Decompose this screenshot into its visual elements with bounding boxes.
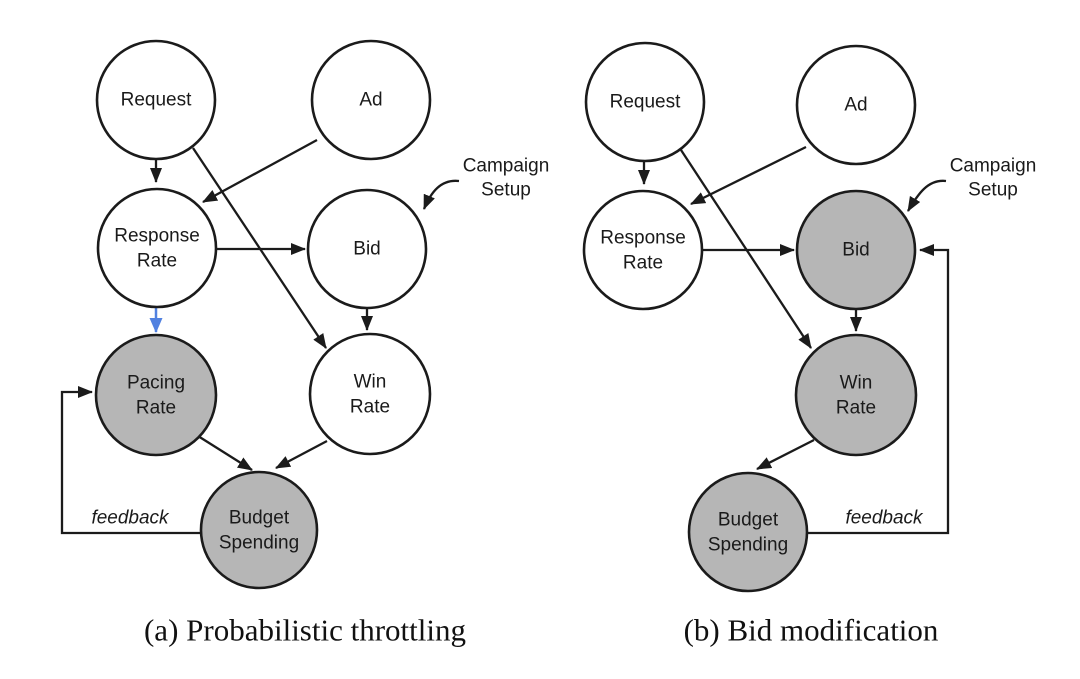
label-win-rate-line1-b: Win <box>840 373 873 394</box>
node-win-rate-a <box>308 332 432 456</box>
node-request-a <box>95 39 217 161</box>
label-ad-b: Ad <box>844 95 867 116</box>
node-budget-spending-b <box>687 471 809 593</box>
label-win-rate-line1-a: Win <box>354 372 387 393</box>
node-response-rate-b <box>582 189 704 311</box>
label-pacing-rate-line2-a: Rate <box>136 398 176 419</box>
node-request-b <box>584 41 706 163</box>
diagram-b: Request Ad Response Rate Bid Win Rate Bu… <box>582 41 1037 648</box>
label-budget-spending-line1-b: Budget <box>718 510 779 531</box>
label-budget-spending-line2-b: Spending <box>708 535 788 556</box>
node-ad-b <box>795 44 917 166</box>
node-ad-a <box>310 39 432 161</box>
edge-win-rate-to-budget-spending-b <box>756 438 815 471</box>
label-request-b: Request <box>610 92 681 113</box>
diagram-a: Request Ad Response Rate Bid Pacing Rate… <box>60 39 550 648</box>
node-pacing-rate-a <box>94 333 218 457</box>
label-response-rate-line2-a: Rate <box>137 251 177 272</box>
edge-campaign-setup-pointer-a <box>422 179 460 210</box>
label-budget-spending-line2-a: Spending <box>219 533 299 554</box>
edge-feedback-loop-b <box>807 244 950 535</box>
edge-feedback-loop-a <box>60 386 201 535</box>
label-ad-a: Ad <box>359 90 382 111</box>
edge-ad-to-response-rate-b <box>690 145 807 206</box>
edge-ad-to-response-rate-a <box>202 138 318 204</box>
label-pacing-rate-line1-a: Pacing <box>127 373 185 394</box>
label-response-rate-line2-b: Rate <box>623 253 663 274</box>
edge-win-rate-to-budget-spending-a <box>275 439 328 470</box>
label-campaign-setup-line1-b: Campaign <box>950 156 1037 177</box>
edge-campaign-setup-pointer-b <box>907 179 947 212</box>
label-campaign-setup-line2-b: Setup <box>968 180 1018 201</box>
label-win-rate-line2-a: Rate <box>350 397 390 418</box>
edge-pacing-rate-to-budget-spending-a <box>197 435 253 471</box>
label-response-rate-line1-a: Response <box>114 226 200 247</box>
node-win-rate-b <box>794 333 918 457</box>
caption-b: (b) Bid modification <box>684 613 939 648</box>
node-response-rate-a <box>96 187 218 309</box>
caption-a: (a) Probabilistic throttling <box>144 613 466 648</box>
label-response-rate-line1-b: Response <box>600 228 686 249</box>
label-feedback-a: feedback <box>91 508 170 529</box>
label-bid-a: Bid <box>353 239 380 260</box>
label-budget-spending-line1-a: Budget <box>229 508 290 529</box>
node-bid-b <box>795 189 917 311</box>
label-win-rate-line2-b: Rate <box>836 398 876 419</box>
label-campaign-setup-line2-a: Setup <box>481 180 531 201</box>
node-bid-a <box>306 188 428 310</box>
label-feedback-b: feedback <box>845 508 924 529</box>
label-campaign-setup-line1-a: Campaign <box>463 156 550 177</box>
label-bid-b: Bid <box>842 240 869 261</box>
node-budget-spending-a <box>199 470 319 590</box>
label-request-a: Request <box>121 90 192 111</box>
